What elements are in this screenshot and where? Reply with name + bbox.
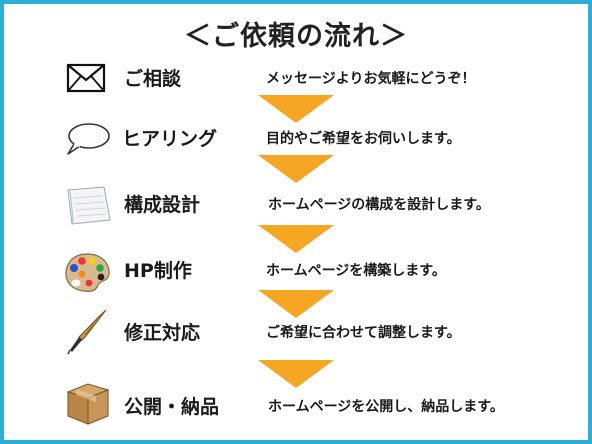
flow-step-hp-production: HP制作 ホームページを構築します。 bbox=[0, 250, 592, 292]
flow-step-hearing: ヒアリング 目的やご希望をお伺いします。 bbox=[0, 118, 592, 158]
flow-step-consultation: ご相談 メッセージよりお気軽にどうぞ！ bbox=[0, 58, 592, 98]
down-arrow-icon bbox=[258, 290, 334, 318]
flow-step-structure-design: 構成設計 ホームページの構成を設計します。 bbox=[0, 184, 592, 225]
step-label: ご相談 bbox=[124, 68, 182, 90]
pen-nib-icon bbox=[62, 308, 112, 356]
step-description: ホームページを構築します。 bbox=[266, 263, 446, 279]
down-arrow-icon bbox=[258, 225, 334, 253]
paper-sketch-icon bbox=[64, 184, 114, 228]
step-label: 公開・納品 bbox=[124, 396, 220, 418]
step-label: HP制作 bbox=[124, 260, 192, 282]
step-description: ホームページの構成を設計します。 bbox=[268, 197, 490, 213]
down-arrow-icon bbox=[258, 155, 334, 183]
step-description: ご希望に合わせて調整します。 bbox=[266, 325, 461, 341]
step-label: ヒアリング bbox=[122, 128, 218, 150]
step-description: メッセージよりお気軽にどうぞ！ bbox=[266, 71, 476, 87]
step-description: 目的やご希望をお伺いします。 bbox=[266, 131, 461, 147]
step-label: 修正対応 bbox=[124, 322, 201, 344]
down-arrow-icon bbox=[258, 360, 334, 388]
palette-icon bbox=[62, 250, 112, 294]
flow-step-release-delivery: 公開・納品 ホームページを公開し、納品します。 bbox=[0, 383, 592, 426]
down-arrow-icon bbox=[258, 95, 334, 123]
step-description: ホームページを公開し、納品します。 bbox=[268, 399, 504, 415]
page-title: ＜ご依頼の流れ＞ bbox=[184, 21, 408, 52]
envelope-icon bbox=[62, 58, 112, 102]
cardboard-box-icon bbox=[62, 380, 112, 426]
flow-step-revision: 修正対応 ご希望に合わせて調整します。 bbox=[0, 309, 592, 355]
speech-bubble-icon bbox=[62, 118, 112, 162]
step-label: 構成設計 bbox=[124, 194, 201, 216]
